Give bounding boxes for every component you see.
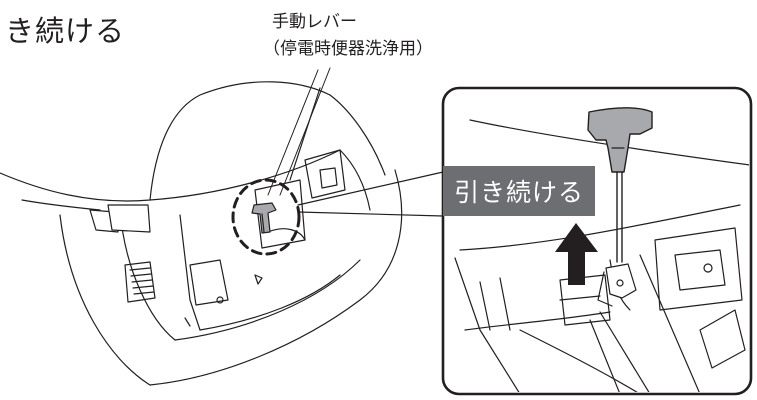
up-arrow-icon: [555, 223, 598, 285]
magnify-circle-icon: [231, 178, 301, 256]
lever-large: [587, 107, 653, 307]
lever-callout: 手動レバー （停電時便器洗浄用）: [263, 9, 433, 63]
detail-panel: [441, 86, 753, 396]
callout-line-2: （停電時便器洗浄用）: [263, 39, 433, 59]
callout-line-1: 手動レバー: [272, 12, 357, 32]
instruction-heading: 引き続ける: [0, 14, 125, 48]
detail-drawing: [454, 119, 749, 392]
lever-small: [251, 202, 277, 234]
connector-lines: [297, 171, 444, 217]
pull-badge: 引き続ける: [443, 166, 595, 216]
toilet-body: [0, 81, 403, 386]
callout-pointer: [267, 67, 331, 196]
